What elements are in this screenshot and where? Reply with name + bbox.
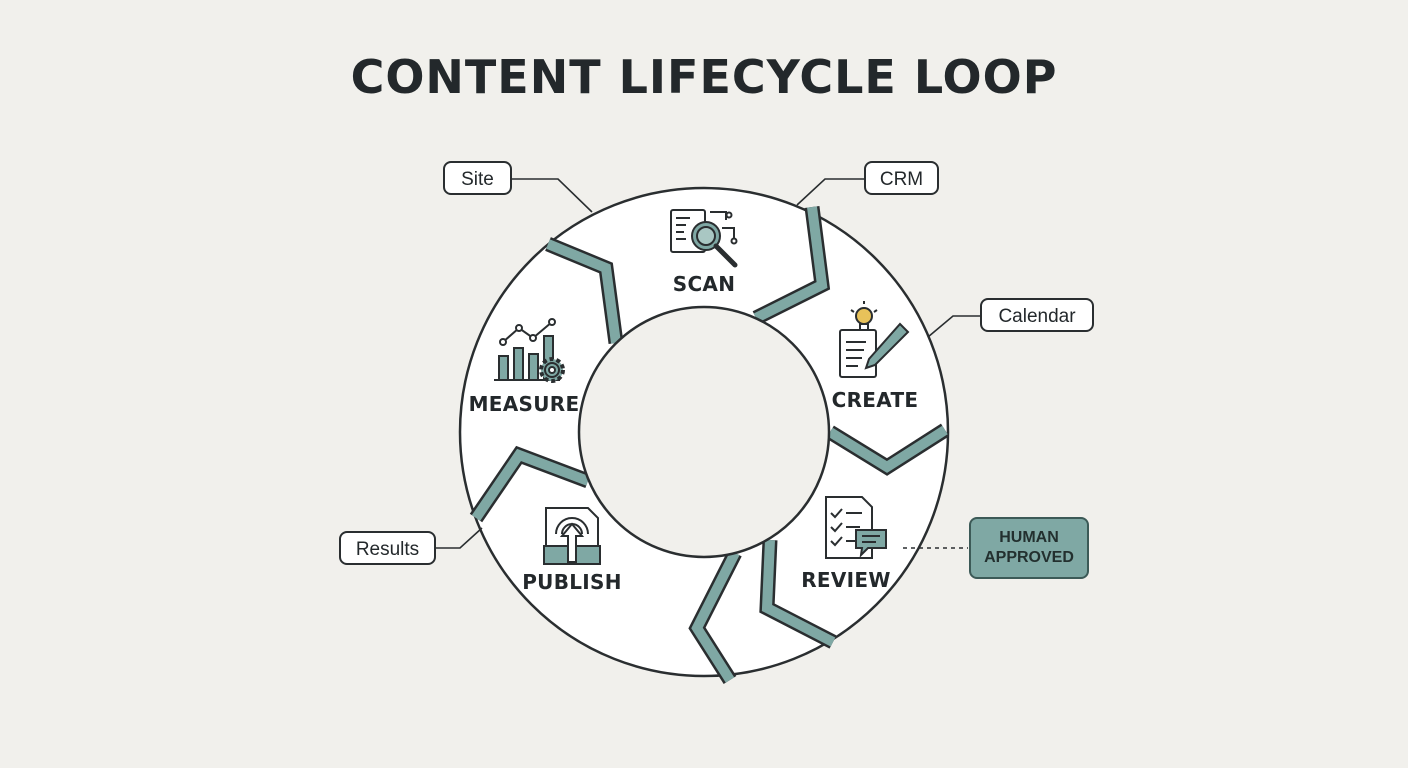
site-connector	[512, 178, 593, 213]
badge-line-1: HUMAN	[999, 529, 1059, 546]
diagram-title: CONTENT LIFECYCLE LOOP	[350, 50, 1058, 104]
callout-calendar: Calendar	[980, 298, 1094, 332]
publish-icon	[543, 507, 601, 565]
callout-results: Results	[339, 531, 436, 565]
inner-circle	[577, 305, 831, 559]
callout-connectors	[436, 178, 980, 549]
stage-label-create: CREATE	[832, 388, 919, 412]
review-icon	[825, 496, 887, 559]
divider-review-publish	[759, 539, 837, 649]
stage-label-scan: SCAN	[673, 272, 736, 296]
stage-label-publish: PUBLISH	[522, 570, 622, 594]
create-icon	[839, 301, 910, 378]
stage-label-measure: MEASURE	[469, 392, 580, 416]
callout-site: Site	[443, 161, 512, 195]
divider-publish-loop	[688, 549, 742, 685]
scan-icon	[670, 209, 738, 268]
segment-dividers	[469, 206, 950, 685]
calendar-connector	[927, 315, 980, 338]
divider-measure-scan	[545, 237, 624, 344]
badge-line-2: APPROVED	[984, 549, 1074, 566]
divider-create-review	[826, 423, 950, 476]
stage-label-review: REVIEW	[801, 568, 891, 592]
crm-connector	[796, 178, 864, 206]
divider-scan-create	[752, 206, 831, 325]
divider-publish-measure	[469, 445, 591, 523]
measure-icon	[494, 318, 565, 383]
callout-crm: CRM	[864, 161, 939, 195]
results-connector	[436, 527, 483, 549]
human-approved-badge: HUMAN APPROVED	[969, 517, 1089, 579]
